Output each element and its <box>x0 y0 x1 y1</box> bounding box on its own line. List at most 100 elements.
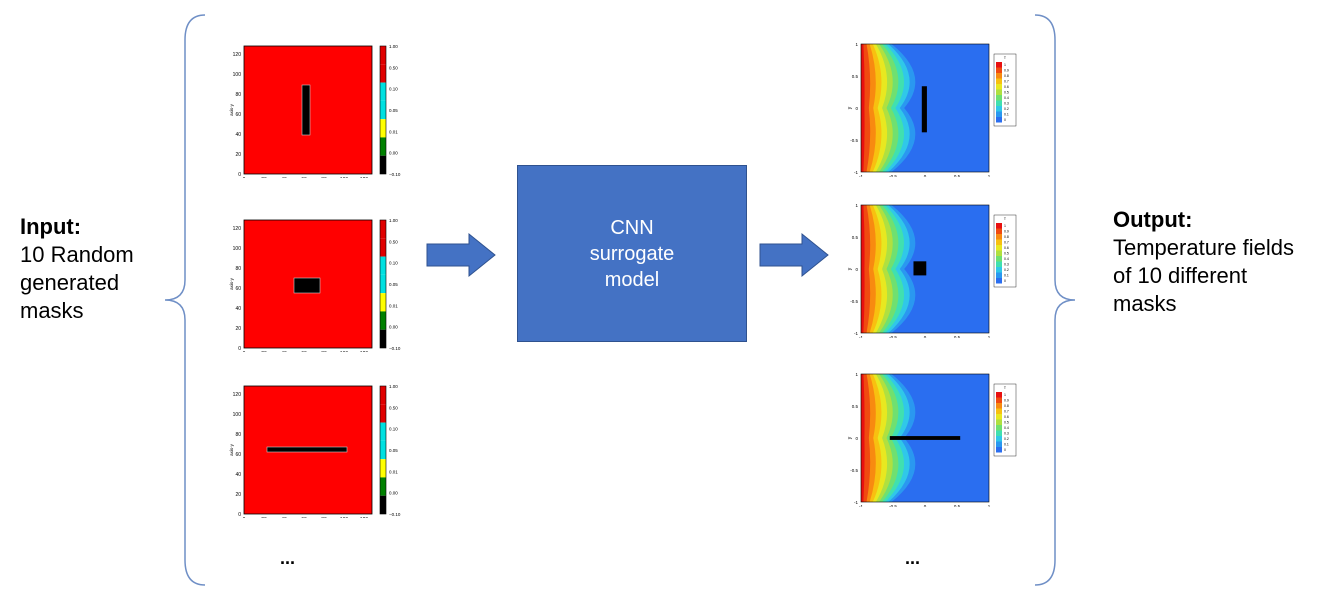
colorbar-tick-label: 0.50 <box>389 405 398 410</box>
legend-swatch <box>996 117 1002 123</box>
colorbar-tick-label: 0.05 <box>389 108 398 113</box>
output-line-2: of 10 different <box>1113 263 1248 288</box>
x-tick-label: 0.5 <box>954 335 961 338</box>
y-tick-label: -0.5 <box>850 468 858 473</box>
x-tick-label: 80 <box>321 517 327 518</box>
legend-swatch <box>996 100 1002 106</box>
x-tick-label: 40 <box>281 351 287 352</box>
y-tick-label: -1 <box>854 331 858 336</box>
colorbar-tick-label: 0.50 <box>389 65 398 70</box>
y-tick-label: 1 <box>855 372 858 377</box>
legend-swatch <box>996 250 1002 256</box>
colorbar-segment <box>380 495 386 514</box>
x-tick-label: 40 <box>281 517 287 518</box>
legend-label: 0.6 <box>1004 415 1009 419</box>
contour-band <box>861 44 865 172</box>
legend-swatch <box>996 272 1002 278</box>
x-tick-label: 0 <box>243 517 246 518</box>
legend-swatch <box>996 67 1002 73</box>
y-tick-label: 60 <box>235 452 241 458</box>
legend-swatch <box>996 261 1002 267</box>
x-tick-label: 120 <box>360 517 369 518</box>
legend-label: 0.8 <box>1004 235 1009 239</box>
x-tick-label: -1 <box>859 504 863 507</box>
colorbar-tick-label: 0.01 <box>389 469 398 474</box>
legend-label: 0.1 <box>1004 274 1009 278</box>
legend-label: 0 <box>1004 448 1006 452</box>
legend-swatch <box>996 223 1002 229</box>
output-line-1: Temperature fields <box>1113 235 1294 260</box>
legend-swatch <box>996 239 1002 245</box>
legend-label: 0.7 <box>1004 241 1009 245</box>
colorbar-tick-label: 0.10 <box>389 427 398 432</box>
output-label: Output: Temperature fields of 10 differe… <box>1113 206 1294 318</box>
y-tick-label: 0 <box>855 267 858 272</box>
colorbar-tick-label: 0.10 <box>389 87 398 92</box>
model-line-2: surrogate <box>589 242 675 265</box>
legend-label: 0.4 <box>1004 96 1009 100</box>
y-tick-label: 100 <box>233 72 242 78</box>
legend-label: 0.9 <box>1004 399 1009 403</box>
colorbar-tick-label: 0.50 <box>389 239 398 244</box>
legend-swatch <box>996 256 1002 262</box>
legend-label: 1 <box>1004 224 1006 228</box>
x-tick-label: 0 <box>924 174 927 177</box>
colorbar-segment <box>380 293 386 312</box>
y-tick-label: 0 <box>855 436 858 441</box>
colorbar-segment <box>380 404 386 423</box>
legend-label: 0.9 <box>1004 230 1009 234</box>
legend-swatch <box>996 234 1002 240</box>
legend-label: 1 <box>1004 393 1006 397</box>
input-line-2: generated <box>20 270 120 295</box>
colorbar-tick-label: 0.10 <box>389 261 398 266</box>
model-line-1: CNN <box>610 216 654 239</box>
colorbar-segment <box>380 64 386 83</box>
x-tick-label: 60 <box>301 351 307 352</box>
legend-label: 0.3 <box>1004 432 1009 436</box>
mask-obstacle <box>266 446 348 453</box>
y-axis-label: axis-y <box>229 103 234 116</box>
legend-swatch <box>996 397 1002 403</box>
input-line-3: masks <box>20 298 84 323</box>
legend-swatch <box>996 78 1002 84</box>
input-heading: Input: <box>20 214 82 239</box>
colorbar-segment <box>380 119 386 138</box>
legend-label: 0.2 <box>1004 107 1009 111</box>
y-tick-label: -1 <box>854 500 858 505</box>
y-axis-label: y <box>847 267 853 270</box>
legend-label: 1 <box>1004 63 1006 67</box>
mask-obstacle <box>301 84 311 136</box>
colorbar-tick-label: 0.00 <box>389 151 398 156</box>
colorbar-segment <box>380 329 386 348</box>
x-tick-label: 0 <box>924 335 927 338</box>
y-tick-label: 1 <box>855 42 858 47</box>
legend-swatch <box>996 447 1002 453</box>
x-tick-label: 60 <box>301 517 307 518</box>
y-tick-label: -0.5 <box>850 138 858 143</box>
colorbar-tick-label: −0.10 <box>389 172 401 177</box>
colorbar-segment <box>380 386 386 405</box>
y-tick-label: 80 <box>235 266 241 272</box>
x-tick-label: 0.5 <box>954 504 961 507</box>
temperature-plot: -1-0.500.5110.50-0.5-1xyT10.90.80.70.60.… <box>847 42 1017 177</box>
colorbar-tick-label: 0.01 <box>389 303 398 308</box>
legend-swatch <box>996 73 1002 79</box>
legend-swatch <box>996 267 1002 273</box>
x-tick-label: -0.5 <box>889 335 897 338</box>
x-tick-label: 20 <box>261 177 267 178</box>
legend-label: 0 <box>1004 118 1006 122</box>
x-tick-label: 0 <box>924 504 927 507</box>
y-tick-label: 0.5 <box>852 404 859 409</box>
x-tick-label: -1 <box>859 335 863 338</box>
legend-label: 0.4 <box>1004 257 1009 261</box>
legend-swatch <box>996 245 1002 251</box>
legend-swatch <box>996 425 1002 431</box>
legend-swatch <box>996 84 1002 90</box>
colorbar-segment <box>380 459 386 478</box>
x-tick-label: 120 <box>360 351 369 352</box>
contour-band <box>861 205 865 333</box>
colorbar-segment <box>380 137 386 156</box>
y-tick-label: 120 <box>233 392 242 398</box>
colorbar-segment <box>380 256 386 275</box>
x-tick-label: 1 <box>988 335 991 338</box>
